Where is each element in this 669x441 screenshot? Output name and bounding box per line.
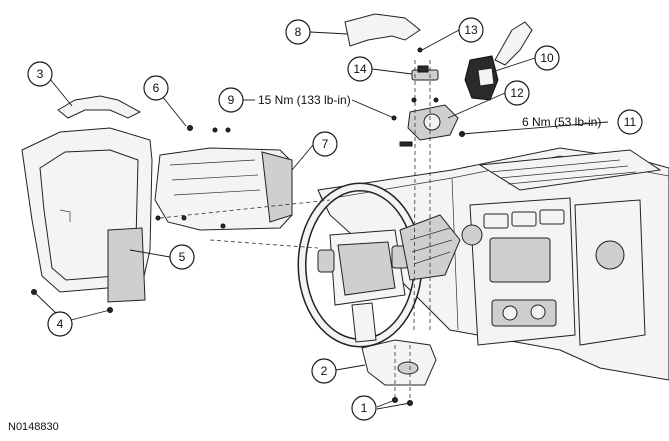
- upper-shroud-part: [57, 95, 142, 119]
- callout-7: 7: [312, 131, 338, 157]
- torque-spec-item-9: 15 Nm (133 lb-in): [258, 93, 351, 107]
- figure-id: N0148830: [8, 421, 59, 433]
- svg-text:6: 6: [153, 81, 160, 95]
- fasteners: [31, 47, 465, 406]
- svg-text:1: 1: [361, 401, 368, 415]
- callout-6: 6: [143, 75, 169, 101]
- svg-text:12: 12: [510, 86, 524, 100]
- svg-text:3: 3: [37, 67, 44, 81]
- svg-text:7: 7: [322, 137, 329, 151]
- center-stack: [461, 197, 646, 346]
- callout-4: 4: [47, 311, 73, 337]
- svg-text:4: 4: [57, 317, 64, 331]
- callout-9: 9: [218, 87, 244, 113]
- svg-text:5: 5: [179, 250, 186, 264]
- callout-3: 3: [27, 61, 53, 87]
- leader-lines: [33, 29, 609, 410]
- svg-text:10: 10: [540, 51, 554, 65]
- callout-10: 10: [534, 45, 560, 71]
- callout-2: 2: [311, 358, 337, 384]
- callout-5: 5: [169, 244, 195, 270]
- svg-text:2: 2: [321, 364, 328, 378]
- cluster-bezel-part: [21, 127, 153, 303]
- torque-spec-item-11: 6 Nm (53 lb-in): [522, 115, 601, 129]
- svg-text:14: 14: [353, 62, 367, 76]
- callout-12: 12: [504, 80, 530, 106]
- instrument-panel: [317, 147, 669, 381]
- column-lower-shroud-part: [361, 339, 437, 386]
- callout-13: 13: [458, 17, 484, 43]
- svg-text:11: 11: [624, 115, 637, 129]
- steering-wheel: [297, 182, 423, 348]
- assembly-lines: [159, 60, 431, 403]
- callout-8: 8: [285, 19, 311, 45]
- column-upper-shroud-part: [344, 13, 421, 47]
- clockspring-part: [407, 104, 459, 141]
- instrument-cluster-part: [154, 147, 293, 231]
- svg-text:13: 13: [464, 23, 478, 37]
- callout-14: 14: [347, 56, 373, 82]
- svg-text:8: 8: [295, 25, 302, 39]
- svg-text:9: 9: [228, 93, 235, 107]
- callout-11: 11: [617, 109, 643, 135]
- callout-1: 1: [351, 395, 377, 421]
- switch-14-part: [411, 65, 439, 81]
